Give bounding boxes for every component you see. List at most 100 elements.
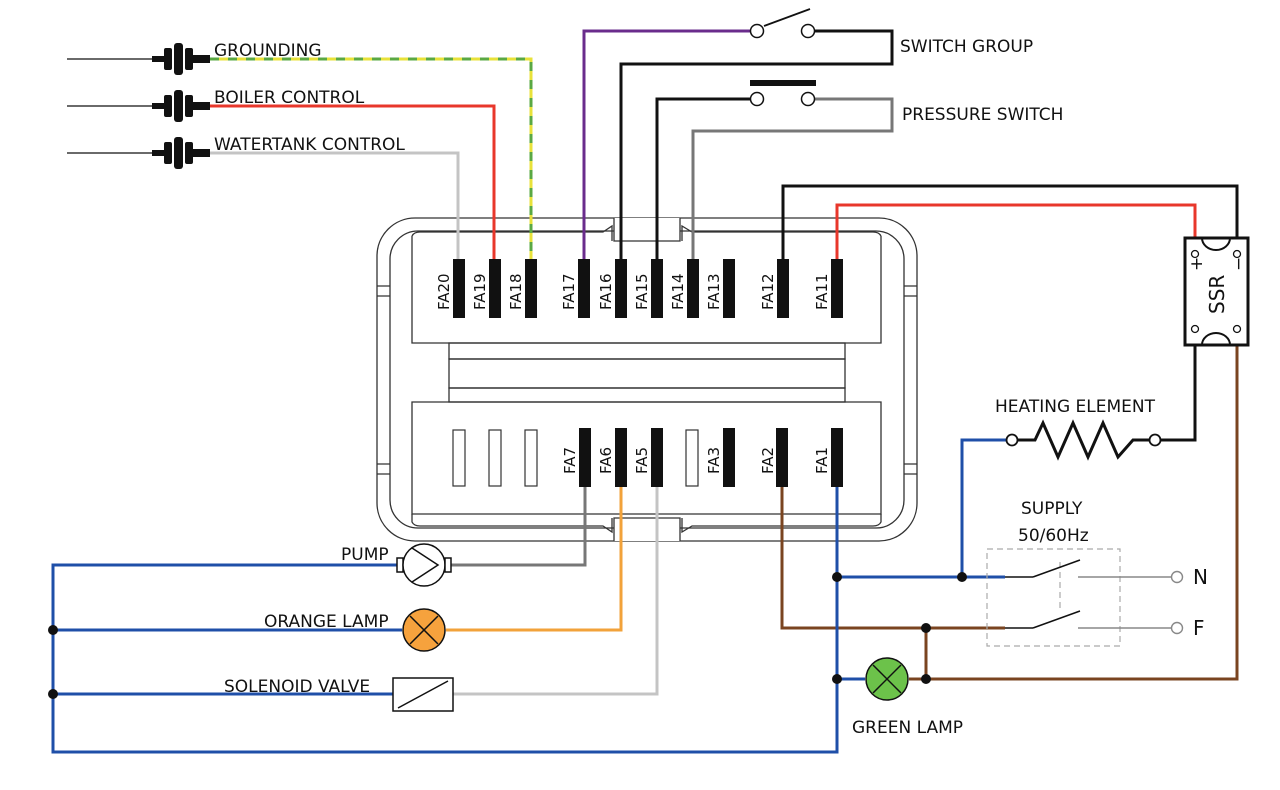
orange-lamp-symbol <box>402 608 446 652</box>
pin-fa18 <box>525 259 537 318</box>
green-lamp-symbol <box>865 657 909 701</box>
pin-fa13 <box>723 259 735 318</box>
pin-label: FA17 <box>560 273 578 310</box>
plug-icon <box>67 137 210 169</box>
pin-label: FA6 <box>597 447 615 474</box>
pin-fa19 <box>489 259 501 318</box>
junction-dot <box>921 623 931 633</box>
pins-bottom <box>579 428 843 487</box>
pin-fa1 <box>831 428 843 487</box>
junction-dot <box>48 689 58 699</box>
switch-group-symbol <box>749 8 816 39</box>
empty-pin-slots <box>452 429 699 487</box>
supply-label: SUPPLY <box>1021 499 1083 519</box>
pin-fa7 <box>579 428 591 487</box>
pin-label: FA16 <box>597 273 615 310</box>
supply-switch-symbol <box>986 548 1184 647</box>
empty-slot <box>488 429 502 487</box>
pin-fa17 <box>578 259 590 318</box>
pin-fa20 <box>453 259 465 318</box>
input-plugs <box>67 43 210 169</box>
pin-label: FA14 <box>669 273 687 310</box>
pin-label: FA15 <box>633 273 651 310</box>
pressure-switch-label: PRESSURE SWITCH <box>902 105 1063 125</box>
heating-element-symbol <box>1005 419 1162 461</box>
labels: GROUNDING BOILER CONTROL WATERTANK CONTR… <box>214 37 1208 738</box>
solenoid-valve-label: SOLENOID VALVE <box>224 677 370 697</box>
pin-label: FA2 <box>759 447 777 474</box>
pin-label: FA20 <box>435 273 453 310</box>
wire-switch-group <box>619 29 894 261</box>
ssr-module: + − SSR <box>1183 236 1250 347</box>
wire-ssr-heater <box>1159 344 1197 442</box>
empty-slot <box>524 429 538 487</box>
junction-dot <box>957 572 967 582</box>
wire-fa11-ssr <box>835 203 1197 261</box>
boiler-control-label: BOILER CONTROL <box>214 88 365 108</box>
pin-labels-top: FA20 FA19 FA18 FA17 FA16 FA15 FA14 FA13 … <box>435 273 831 310</box>
pin-fa12 <box>777 259 789 318</box>
pin-fa2 <box>776 428 788 487</box>
wire-pressure-switch <box>691 97 894 261</box>
plug-icon <box>67 43 210 75</box>
switch-group-label: SWITCH GROUP <box>900 37 1033 57</box>
pin-label: FA7 <box>561 447 579 474</box>
pin-fa16 <box>615 259 627 318</box>
watertank-control-label: WATERTANK CONTROL <box>214 135 405 155</box>
orange-lamp-label: ORANGE LAMP <box>264 612 389 632</box>
wire-fa1-n <box>51 482 839 754</box>
neutral-label: N <box>1193 565 1208 589</box>
junction-dot <box>832 572 842 582</box>
pin-label: FA13 <box>705 273 723 310</box>
junctions <box>48 572 967 699</box>
wires <box>51 29 1239 754</box>
wire-fa12-ssr <box>781 184 1239 261</box>
junction-dot <box>921 674 931 684</box>
plug-icon <box>67 90 210 122</box>
wire-ssr-brown <box>924 344 1239 681</box>
pin-labels-bottom: FA7 FA6 FA5 FA3 FA2 FA1 <box>561 447 831 474</box>
pin-fa11 <box>831 259 843 318</box>
pin-fa3 <box>723 428 735 487</box>
empty-slot <box>685 429 699 487</box>
wire-heater-n <box>960 438 1011 579</box>
wire-fa2-f <box>780 482 1005 630</box>
supply-frequency-label: 50/60Hz <box>1018 526 1089 546</box>
wire-fa15-pressure <box>655 97 757 261</box>
junction-dot <box>48 625 58 635</box>
wire-fa6-lamp <box>446 482 623 632</box>
pin-label: FA5 <box>633 447 651 474</box>
pin-label: FA1 <box>813 447 831 474</box>
green-lamp-label: GREEN LAMP <box>852 718 963 738</box>
junction-dot <box>832 674 842 684</box>
ssr-label: SSR <box>1205 275 1229 314</box>
wire-watertank-control <box>210 151 460 261</box>
pump-symbol <box>396 543 452 587</box>
grounding-label: GROUNDING <box>214 41 322 61</box>
pin-fa15 <box>651 259 663 318</box>
pin-fa6 <box>615 428 627 487</box>
pin-fa5 <box>651 428 663 487</box>
empty-slot <box>452 429 466 487</box>
heating-element-label: HEATING ELEMENT <box>995 397 1156 417</box>
ssr-plus-label: + <box>1187 257 1207 271</box>
pin-label: FA3 <box>705 447 723 474</box>
pin-label: FA11 <box>813 273 831 310</box>
wire-boiler-control <box>210 104 496 261</box>
ssr-minus-label: − <box>1229 257 1249 271</box>
connector-body <box>376 217 918 542</box>
pin-label: FA12 <box>759 273 777 310</box>
pin-label: FA18 <box>507 273 525 310</box>
pin-fa14 <box>687 259 699 318</box>
wire-grounding-stripe <box>210 57 533 261</box>
pump-label: PUMP <box>341 545 389 565</box>
pin-label: FA19 <box>471 273 489 310</box>
wire-fa17-switch <box>582 29 757 261</box>
solenoid-valve-symbol <box>392 677 454 712</box>
phase-label: F <box>1193 616 1205 640</box>
wire-fa7-pump <box>445 482 587 567</box>
pins-top <box>453 259 843 318</box>
wire-fa5-solenoid <box>452 482 659 696</box>
pressure-switch-symbol <box>749 80 816 107</box>
